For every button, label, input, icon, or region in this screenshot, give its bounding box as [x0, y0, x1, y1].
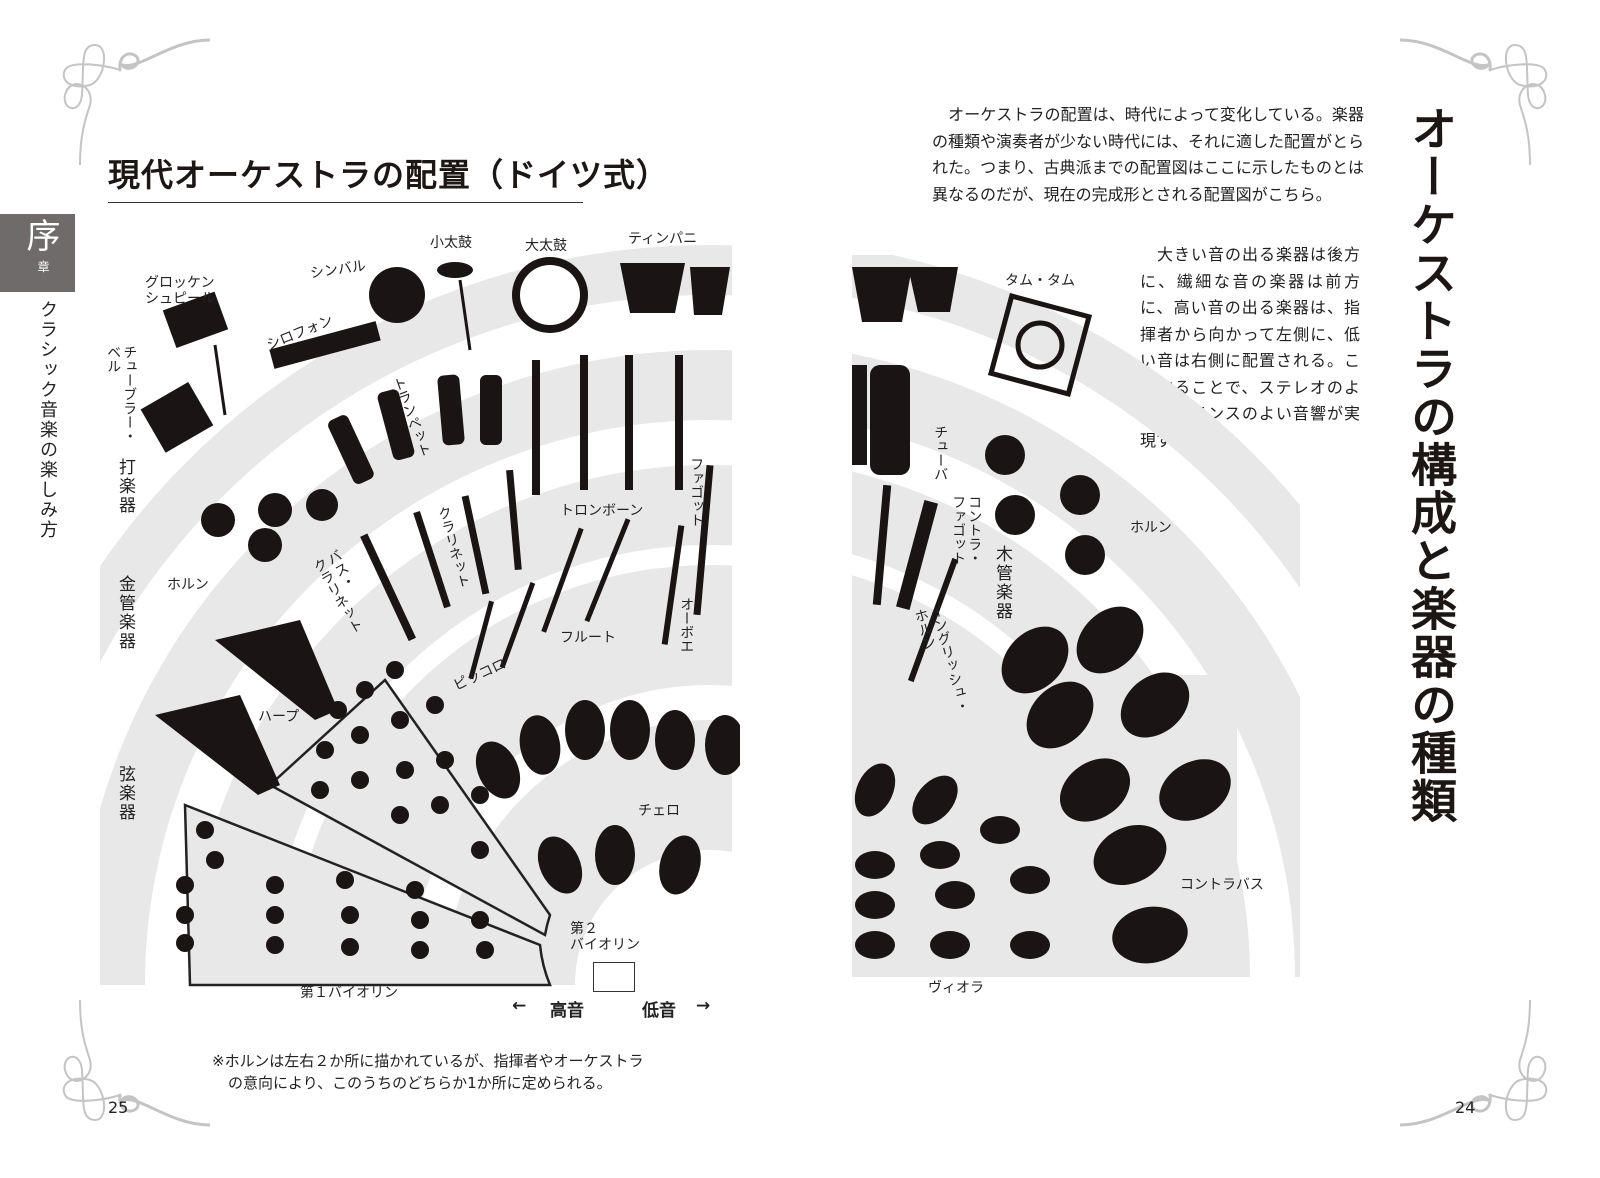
harp-icon — [215, 620, 338, 720]
label-first-violin: 第１バイオリン — [300, 985, 398, 1001]
corner-ornament-bottom-right — [1398, 999, 1590, 1140]
tubular-bells-icon — [140, 381, 214, 453]
page-title: オーケストラの構成と楽器の種類 — [1404, 105, 1458, 825]
label-contrabass: コントラバス — [1180, 877, 1264, 893]
bass-clarinet-icon — [360, 533, 416, 642]
pitch-high-label: 高音 — [550, 1001, 584, 1021]
violin-icons-first — [176, 821, 494, 959]
trumpet-icon — [328, 415, 374, 484]
cello-icon — [475, 741, 521, 799]
section-label-percussion: 打楽器 — [115, 458, 135, 515]
viola-icons — [855, 816, 1050, 959]
label-fagott: ファゴット — [688, 457, 705, 527]
chapter-name: クラシック音楽の楽しみ方 — [37, 300, 58, 540]
glockenspiel-icon — [162, 291, 229, 349]
footnote-line-1: ※ホルンは左右２か所に描かれているが、指揮者やオーケストラ — [212, 1052, 644, 1070]
trombone-icon — [532, 360, 540, 495]
label-bass-drum: 大太鼓 — [525, 238, 567, 254]
cello-icon — [854, 763, 896, 817]
fagott-icon — [693, 465, 714, 616]
label-trombone: トロンボーン — [560, 503, 644, 519]
label-harp: ハープ — [258, 709, 300, 725]
paragraph-1-text: オーケストラの配置は、時代によって変化している。楽器の種類や演奏者が少ない時代に… — [932, 105, 1365, 204]
section-label-brass: 金管楽器 — [115, 575, 135, 651]
left-arrow-icon: ← — [512, 996, 527, 1016]
left-page: 序 章 クラシック音楽の楽しみ方 現代オーケストラの配置（ドイツ式） — [0, 0, 790, 1178]
chapter-tab-main: 序 — [26, 217, 61, 257]
snare-drum-icon — [437, 262, 473, 278]
label-timpani: ティンパニ — [628, 231, 698, 247]
section-label-woodwinds: 木管楽器 — [992, 545, 1012, 621]
tuba-icon — [870, 365, 910, 475]
footnote: ※ホルンは左右２か所に描かれているが、指揮者やオーケストラ の意向により、このう… — [212, 1050, 644, 1094]
page-number-left: 25 — [108, 1098, 129, 1117]
section-label-strings: 弦楽器 — [115, 765, 135, 822]
corner-ornament-top-right — [1398, 25, 1590, 166]
oboe-icon — [661, 525, 685, 645]
fagott-icon — [872, 484, 892, 606]
page-number-right: 24 — [1455, 1098, 1476, 1117]
label-contrafagott: コントラ・ ファゴット — [950, 495, 983, 565]
label-horn-left: ホルン — [167, 577, 209, 593]
chapter-tab-sub: 章 — [37, 260, 50, 274]
label-oboe: オーボエ — [678, 597, 695, 653]
corner-ornament-bottom-left — [20, 999, 212, 1140]
contrafagott-icon — [896, 500, 938, 610]
label-flute: フルート — [560, 630, 616, 646]
clarinet-icon — [413, 510, 451, 609]
label-viola: ヴィオラ — [928, 980, 984, 996]
label-glockenspiel: グロッケン シュピール — [145, 275, 215, 308]
xylophone-icon — [269, 321, 381, 369]
piccolo-icon — [468, 600, 494, 680]
orchestra-seating-diagram-left: グロッケン シュピール シンバル 小太鼓 大太鼓 ティンパニ シロフォン チュー… — [100, 225, 740, 1025]
label-horn-right: ホルン — [1130, 520, 1172, 536]
orchestra-seating-diagram-right: タム・タム チューバ コントラ・ ファゴット 木管楽器 イングリッシュ・ ホルン… — [850, 255, 1300, 996]
english-horn-icon — [907, 557, 959, 683]
corner-ornament-top-left — [20, 25, 212, 166]
right-arrow-icon: → — [696, 996, 711, 1016]
flute-icon — [541, 527, 584, 633]
contrabass-icon — [1001, 626, 1069, 694]
cymbal-icon — [369, 267, 425, 323]
label-tuba: チューバ — [932, 425, 949, 481]
label-tubular-bells: チューブラー・ ベル — [105, 345, 138, 443]
orchestra-arcs — [100, 245, 740, 987]
timpani-icon — [852, 267, 912, 322]
second-violin-section — [267, 678, 552, 937]
pitch-low-label: 低音 — [642, 1001, 676, 1021]
conductor-podium — [593, 962, 635, 992]
instrument-silhouettes-right — [852, 267, 1231, 964]
violin-icons-second — [311, 661, 489, 859]
orchestra-arcs-right — [852, 255, 1300, 977]
horn-icon — [985, 435, 1025, 475]
timpani-icon — [620, 263, 685, 313]
diagram-title: 現代オーケストラの配置（ドイツ式） — [108, 156, 670, 194]
chapter-tab: 序 章 — [0, 214, 75, 292]
label-tamtam: タム・タム — [1005, 273, 1075, 289]
label-cello: チェロ — [638, 803, 680, 819]
title-divider — [108, 202, 583, 203]
tamtam-icon — [987, 292, 1093, 398]
body-paragraph-1: オーケストラの配置は、時代によって変化している。楽器の種類や演奏者が少ない時代に… — [932, 102, 1364, 208]
horn-icon — [201, 503, 235, 537]
label-snare-drum: 小太鼓 — [430, 235, 472, 251]
instrument-silhouettes — [140, 257, 740, 959]
label-second-violin: 第２ バイオリン — [570, 921, 640, 954]
footnote-line-2: の意向により、このうちのどちらか1か所に定められる。 — [228, 1074, 612, 1092]
